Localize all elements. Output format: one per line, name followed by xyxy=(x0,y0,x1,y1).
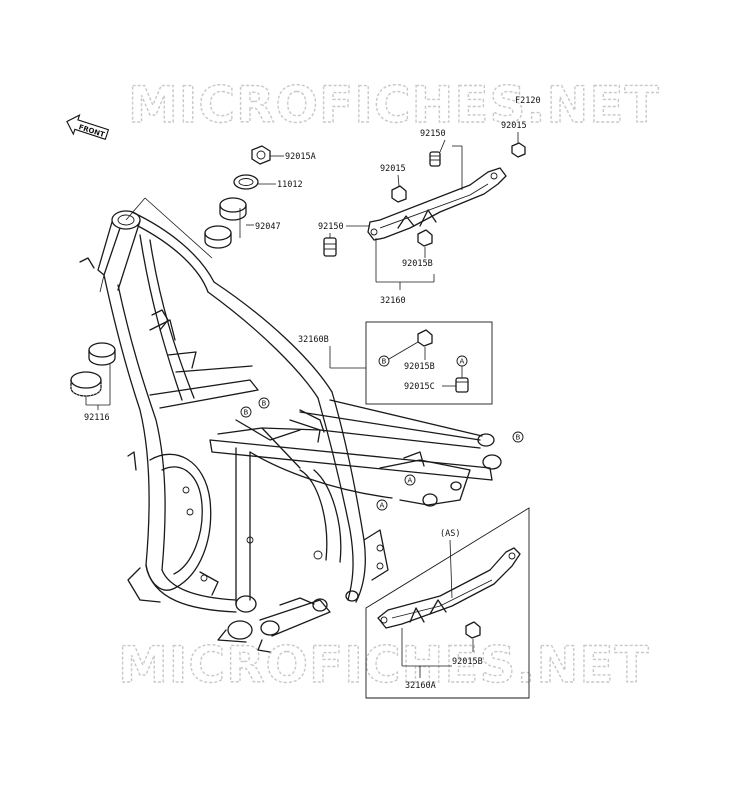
label-92015a: 92015A xyxy=(285,152,316,162)
kit-box-32160a xyxy=(365,507,530,699)
bolt-92015c-icon xyxy=(455,377,469,393)
front-arrow-icon: FRONT xyxy=(66,113,110,140)
figure-code: F2120 xyxy=(515,96,541,106)
bolt-92150-icon xyxy=(429,151,441,167)
callout-b-box: B xyxy=(378,355,390,367)
callout-b-frame-3: B xyxy=(512,431,524,443)
label-32160b: 32160B xyxy=(298,335,329,345)
svg-text:B: B xyxy=(262,400,267,408)
callout-b-frame-1: B xyxy=(240,406,252,418)
nut-92015-icon xyxy=(511,142,526,158)
label-92015c: 92015C xyxy=(404,382,435,392)
label-92116: 92116 xyxy=(84,413,110,423)
svg-text:A: A xyxy=(380,502,385,510)
label-92015b-box: 92015B xyxy=(404,362,435,372)
label-as: (AS) xyxy=(440,529,460,539)
nut-92015-mid-icon xyxy=(391,185,407,203)
callout-a-frame-1: A xyxy=(404,474,416,486)
watermark-top: MICROFICHES.NET xyxy=(128,76,660,134)
label-92150-left: 92150 xyxy=(318,222,344,232)
callout-b-frame-2: B xyxy=(258,397,270,409)
bearing-92047-icon xyxy=(204,197,247,249)
label-32160a: 32160A xyxy=(405,681,436,691)
label-92015b-top: 92015B xyxy=(402,259,433,269)
svg-text:B: B xyxy=(244,409,249,417)
brace-32160a-icon xyxy=(377,547,521,629)
nut-92015b-top-icon xyxy=(417,229,433,247)
frame-icon xyxy=(79,197,502,653)
bolt-92150-left-icon xyxy=(323,237,337,257)
nut-92015a-icon xyxy=(251,145,271,165)
label-92015-top: 92015 xyxy=(501,121,527,131)
watermark-bottom: MICROFICHES.NET xyxy=(118,636,650,694)
label-32160: 32160 xyxy=(380,296,406,306)
svg-text:A: A xyxy=(460,358,465,366)
label-92150-top: 92150 xyxy=(420,129,446,139)
label-92047: 92047 xyxy=(255,222,281,232)
svg-text:B: B xyxy=(382,358,387,366)
label-92015-mid: 92015 xyxy=(380,164,406,174)
nut-92015b-box-icon xyxy=(417,329,433,347)
callout-a-frame-2: A xyxy=(376,499,388,511)
callout-a-box: A xyxy=(456,355,468,367)
svg-text:B: B xyxy=(516,434,521,442)
label-11012: 11012 xyxy=(277,180,303,190)
nut-92015b-low-icon xyxy=(465,621,481,639)
ring-11012-icon xyxy=(233,174,259,190)
label-92015b-low: 92015B xyxy=(452,657,483,667)
svg-text:A: A xyxy=(408,477,413,485)
bearing-92116-icon xyxy=(70,342,116,397)
kit-box-32160b xyxy=(365,321,493,405)
brace-32160-icon xyxy=(367,167,507,241)
